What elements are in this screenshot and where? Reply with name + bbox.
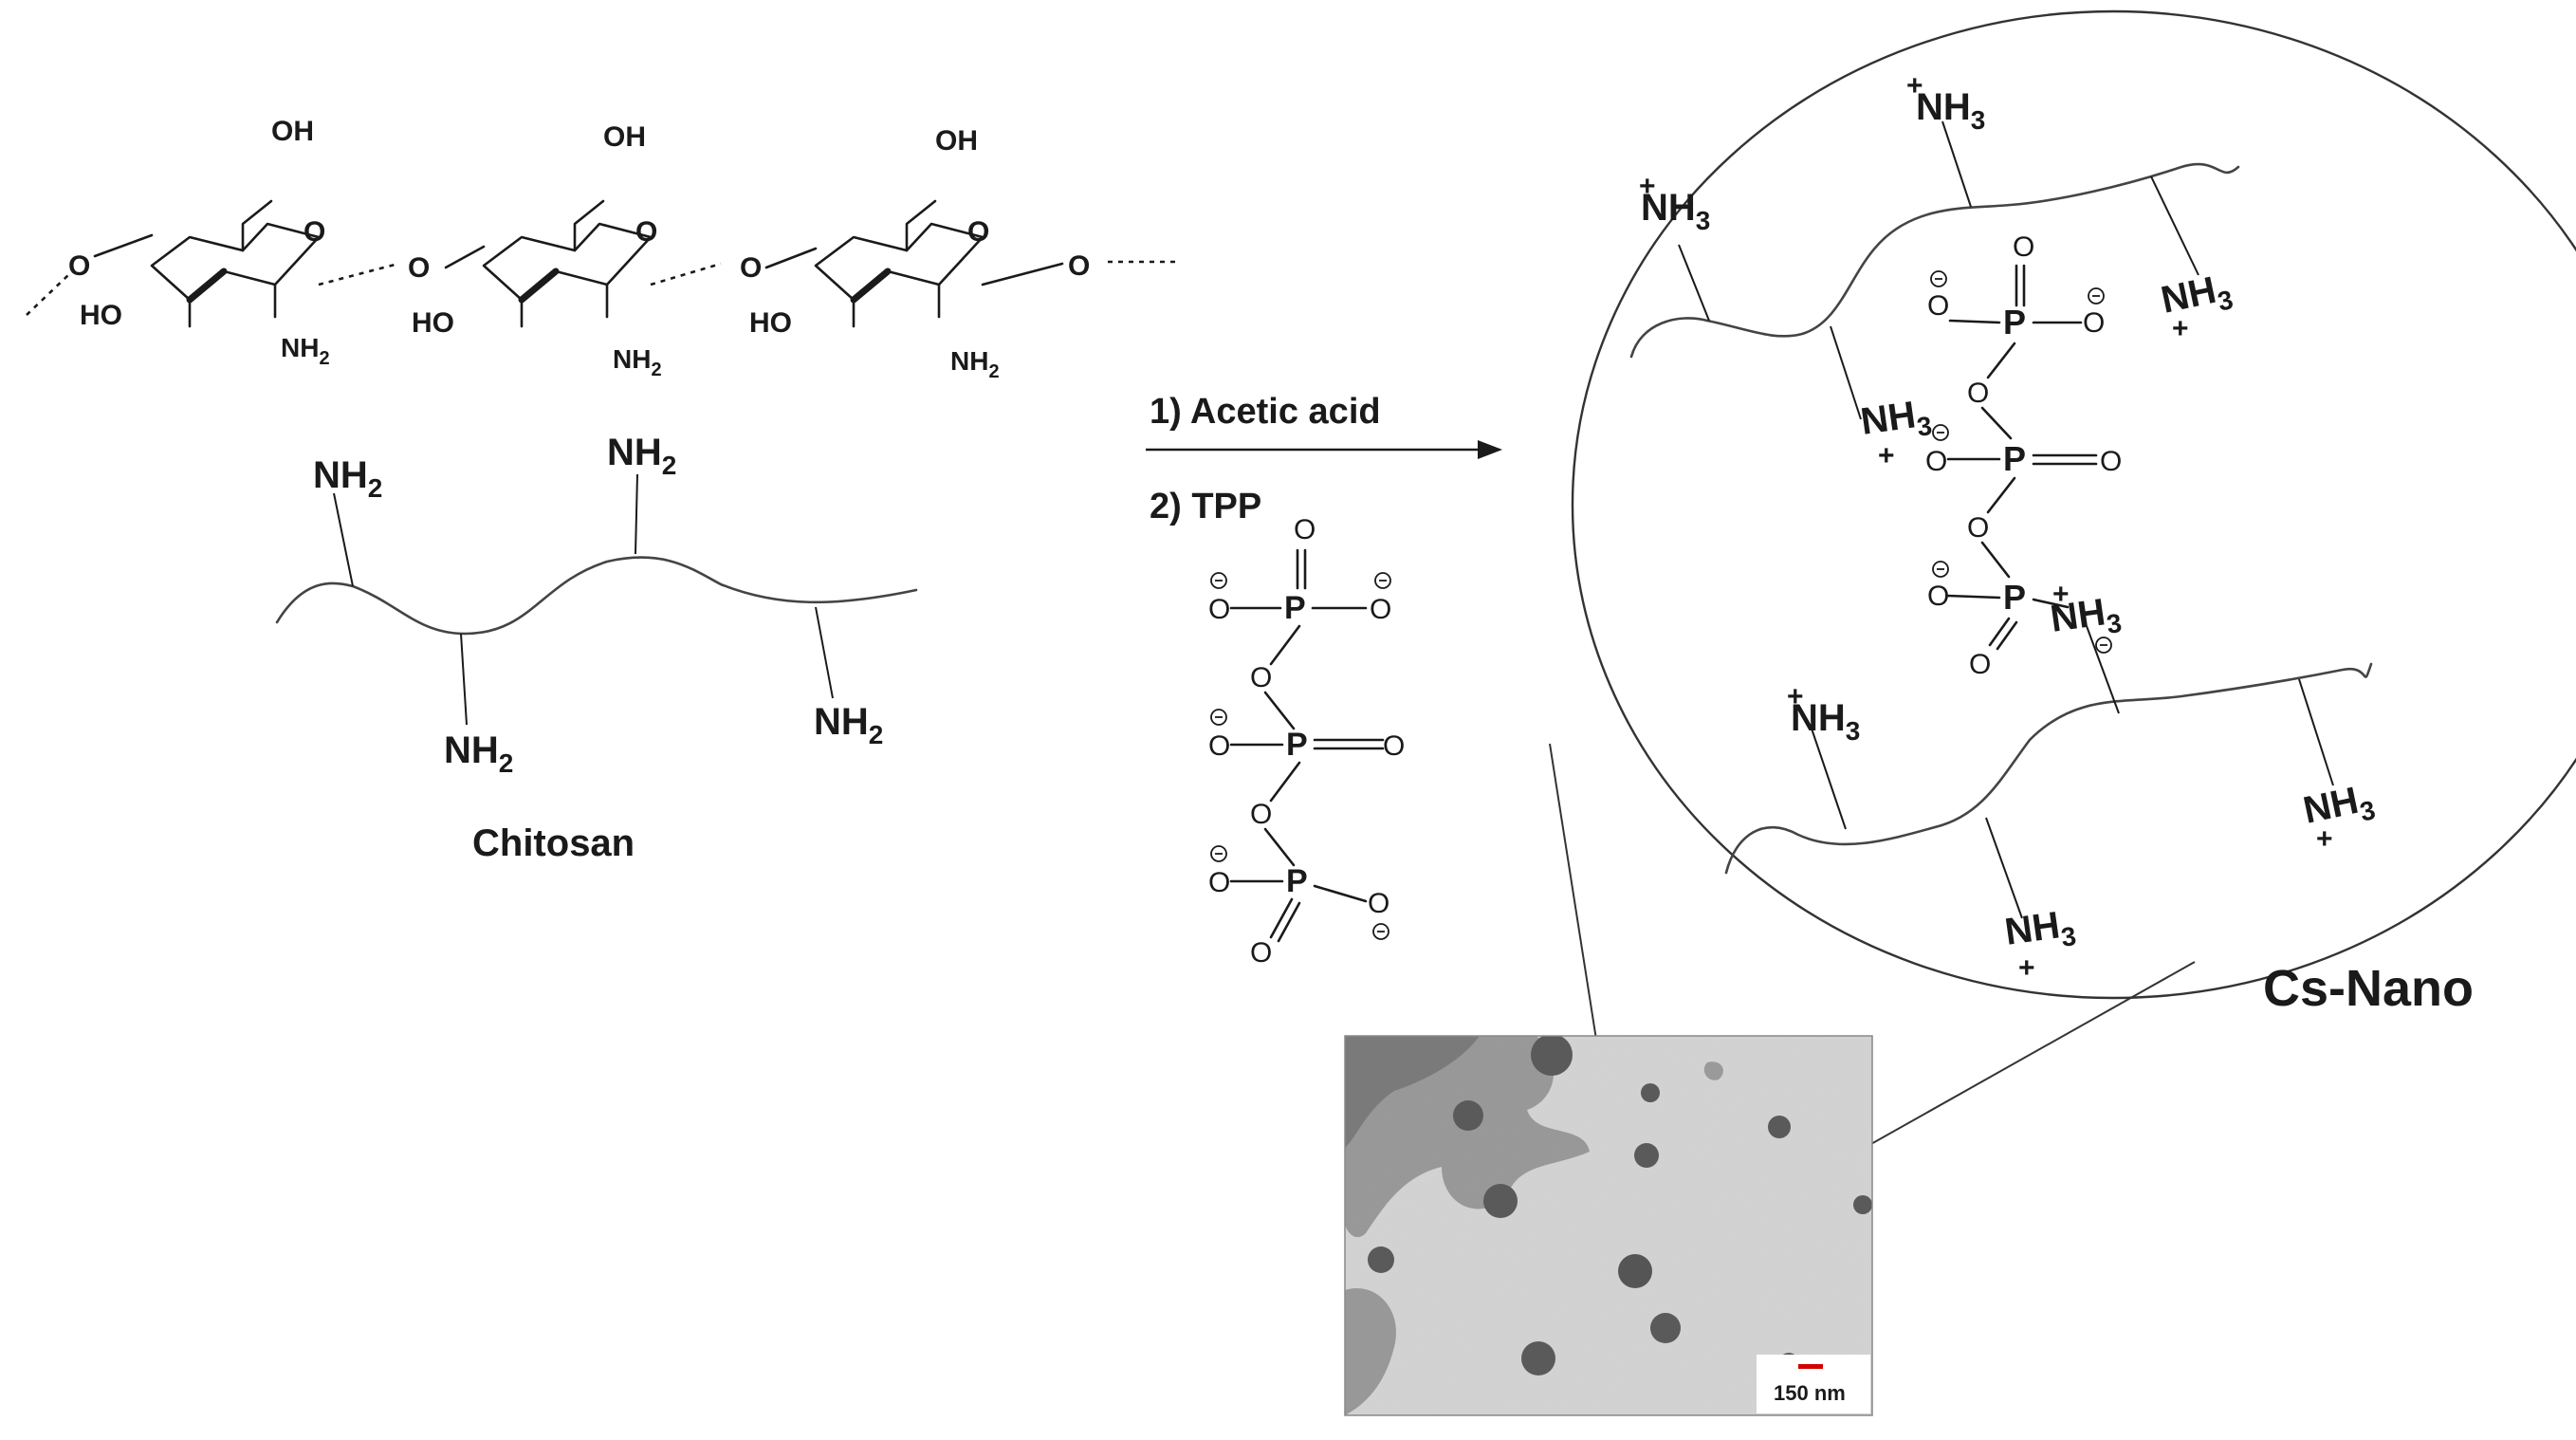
label-oh-2: OH <box>603 121 646 153</box>
tpp-o-3l: O <box>1208 867 1230 898</box>
label-nh2-ring-2: NH2 <box>613 344 662 380</box>
label-nh3-8: NH3 <box>2002 902 2078 960</box>
label-ho-3: HO <box>749 307 792 339</box>
tpp-o-1l: O <box>1208 594 1230 625</box>
label-nh3-4: NH3 <box>1858 392 1934 450</box>
label-ho-2: HO <box>412 307 454 339</box>
plus-nh3-5: + <box>2052 579 2070 610</box>
plus-nh3-6: + <box>1787 681 1804 712</box>
label-o-ring-3: O <box>967 216 989 248</box>
label-nh2-chain-4: NH2 <box>814 701 883 749</box>
tem-particle <box>1368 1246 1394 1273</box>
plus-nh3-7: + <box>2316 823 2333 855</box>
label-nh2-chain-1: NH2 <box>313 454 382 503</box>
plus-nh3-2: + <box>1906 70 1923 102</box>
tpp-in-p-3: P <box>2003 578 2026 617</box>
tpp-in-o-top: O <box>2013 231 2034 263</box>
tpp-o-1r: O <box>1370 594 1391 625</box>
label-nh3-3: NH3 <box>2158 267 2236 328</box>
tem-micrograph: 150 nm <box>1345 1036 1872 1415</box>
tpp-in-p-1: P <box>2003 303 2026 342</box>
tpp-p-1: P <box>1284 590 1306 626</box>
tpp-in-o-1l: O <box>1927 290 1949 322</box>
label-o-link-2: O <box>408 252 430 284</box>
tpp-in-p-2: P <box>2003 439 2026 478</box>
label-o-link-4: O <box>1068 250 1090 282</box>
scale-bar <box>1798 1364 1823 1369</box>
tpp-in-o-bridge-1: O <box>1967 378 1989 409</box>
cs-nano-caption: Cs-Nano <box>2263 960 2474 1017</box>
tem-particle <box>1521 1341 1555 1375</box>
tpp-o-bridge-2: O <box>1250 799 1272 830</box>
tpp-in-o-bridge-2: O <box>1967 512 1989 544</box>
tem-particle <box>1650 1313 1681 1343</box>
label-nh2-ring-3: NH2 <box>950 346 1000 382</box>
tem-particle <box>1483 1184 1518 1218</box>
tpp-in-o-3l: O <box>1927 581 1949 612</box>
tpp-p-2: P <box>1286 727 1308 763</box>
tpp-o-2r: O <box>1383 730 1405 762</box>
plus-nh3-1: + <box>1639 171 1656 202</box>
chitosan-chain <box>275 473 918 726</box>
label-nh2-chain-2: NH2 <box>607 432 676 480</box>
label-nh2-chain-3: NH2 <box>444 729 513 778</box>
label-o-ring-1: O <box>304 216 325 248</box>
tpp-in-o-bottom: O <box>1969 649 1991 680</box>
tem-particle <box>1634 1143 1659 1168</box>
label-oh-1: OH <box>271 116 314 147</box>
label-nh3-1: NH3 <box>1641 187 1710 235</box>
tpp-o-3r: O <box>1368 888 1389 919</box>
tem-particle <box>1768 1116 1791 1138</box>
nanoparticle-zoom: NH3 + NH3 + NH3 + NH3 + NH3 + NH3 + NH3 … <box>1571 9 2576 1017</box>
reaction-arrow: 1) Acetic acid 2) TPP <box>1146 392 1502 526</box>
tpp-o-2l: O <box>1208 730 1230 762</box>
reaction-step-2: 2) TPP <box>1150 487 1261 526</box>
label-nh3-5: NH3 <box>2048 589 2124 647</box>
label-nh3-7: NH3 <box>2300 777 2378 839</box>
reaction-step-1: 1) Acetic acid <box>1150 392 1381 432</box>
tpp-o-bridge-1: O <box>1250 662 1272 693</box>
tem-particle <box>1531 1036 1573 1076</box>
label-o-ring-2: O <box>635 216 657 248</box>
tpp-structure: P O O O O P O O O P O O O <box>1208 514 1405 969</box>
plus-nh3-8: + <box>2018 952 2035 984</box>
chitosan-ring-labels: O O OH HO NH2 O O OH HO NH2 O O OH HO NH… <box>68 116 1090 382</box>
label-o-link-3: O <box>740 252 762 284</box>
chitosan-chain-labels: NH2 NH2 NH2 NH2 Chitosan <box>313 432 883 864</box>
chitosan-caption: Chitosan <box>472 822 635 864</box>
tem-particle <box>1641 1083 1660 1102</box>
label-nh3-6: NH3 <box>1791 697 1860 746</box>
plus-nh3-3: + <box>2172 313 2189 344</box>
plus-nh3-4: + <box>1878 440 1895 471</box>
label-ho-1: HO <box>80 300 122 331</box>
tpp-p-3: P <box>1286 863 1308 899</box>
tem-particle <box>1618 1254 1652 1288</box>
tpp-in-o-2r: O <box>2100 446 2122 477</box>
scale-bar-label: 150 nm <box>1774 1381 1846 1405</box>
tpp-in-o-2l: O <box>1925 446 1947 477</box>
label-nh2-ring-1: NH2 <box>281 333 330 369</box>
chitosan-ring-structure <box>26 201 1176 326</box>
tem-particle <box>1453 1100 1483 1131</box>
tpp-o-top: O <box>1294 514 1316 545</box>
label-o-link-1: O <box>68 250 90 282</box>
tpp-o-bottom: O <box>1250 937 1272 969</box>
tem-particle <box>1853 1195 1872 1214</box>
tpp-in-o-1r: O <box>2083 307 2105 339</box>
label-oh-3: OH <box>935 125 978 157</box>
label-nh3-2: NH3 <box>1916 86 1985 135</box>
